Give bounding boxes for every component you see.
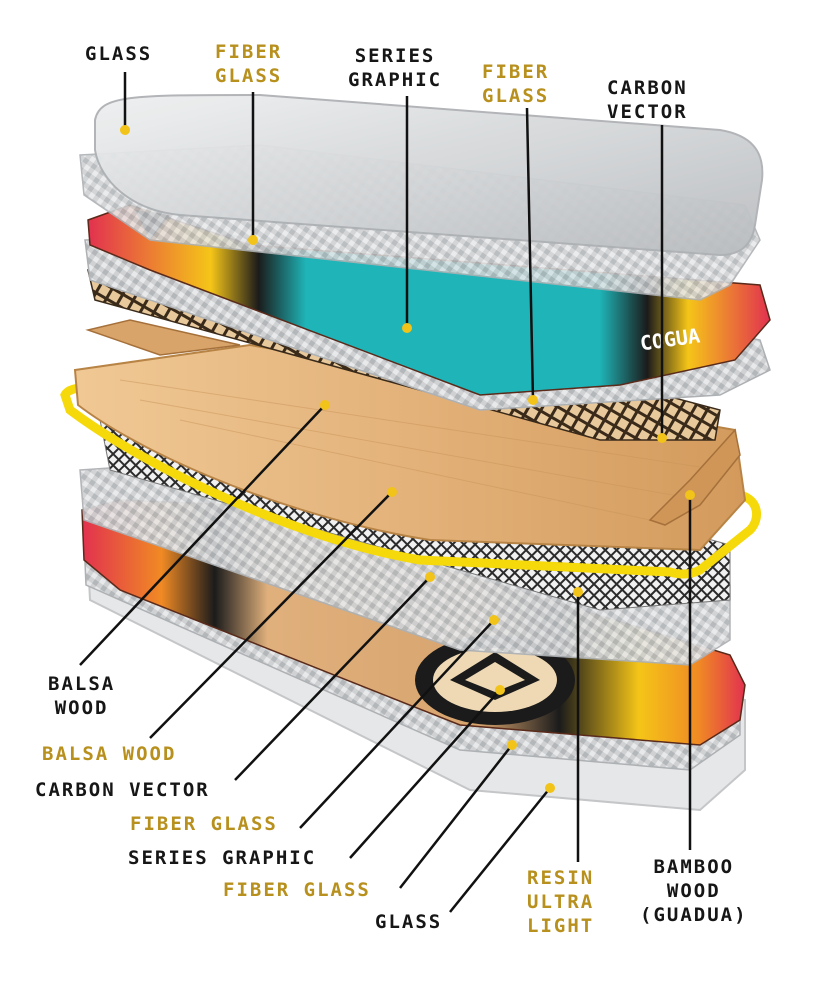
label-glass-top: GLASS: [85, 43, 153, 65]
layer-glass-top: [94, 93, 764, 257]
label-carbon-vector: CARBON VECTOR: [35, 779, 210, 801]
label-fiber-glass-top: FIBER GLASS: [215, 41, 283, 87]
label-glass-bottom: GLASS: [375, 911, 443, 933]
label-series-graphic-top: SERIES GRAPHIC: [348, 45, 443, 91]
label-bamboo-wood: BAMBOO WOOD (GUADUA): [640, 856, 748, 926]
leader-lines: [79, 72, 692, 913]
label-fiber-glass-top-2: FIBER GLASS: [482, 61, 550, 107]
label-resin-ultra-light: RESIN ULTRA LIGHT: [527, 867, 595, 937]
label-series-graphic: SERIES GRAPHIC: [128, 847, 317, 869]
label-fiber-glass: FIBER GLASS: [130, 813, 278, 835]
label-balsa-wood-dark: BALSA WOOD: [48, 673, 116, 719]
layer-balsa-core: [73, 343, 747, 552]
label-fiber-glass-2: FIBER GLASS: [223, 879, 371, 901]
leader-dots: [120, 125, 695, 793]
layer-bamboo-wood: [85, 319, 241, 356]
label-carbon-vector-top: CARBON VECTOR: [607, 77, 688, 123]
label-balsa-wood-gold: BALSA WOOD: [42, 743, 177, 765]
